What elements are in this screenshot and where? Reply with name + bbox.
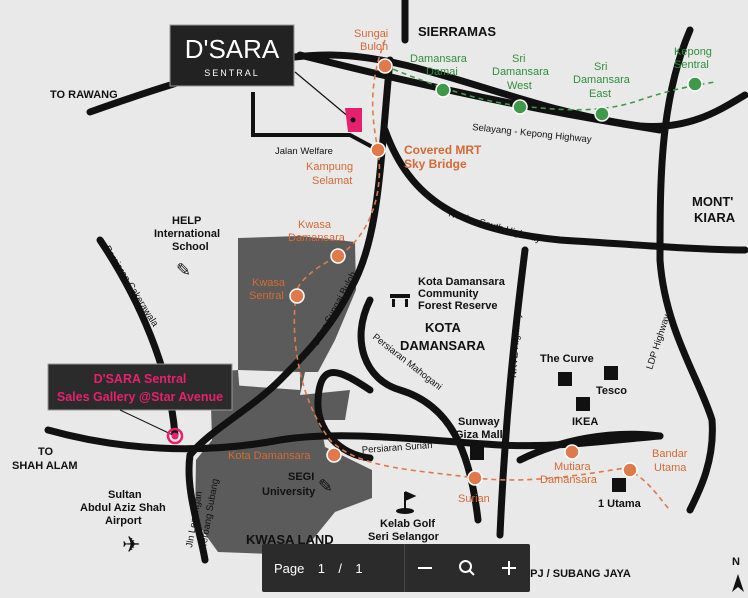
kwasa-damansara-label-2: Damansara xyxy=(288,232,346,244)
bandar-utama-label-1: Bandar xyxy=(652,448,688,460)
mutiara-label-1: Mutiara xyxy=(554,461,592,473)
toolbar-divider xyxy=(403,544,405,592)
kota-damansara-station-label: Kota Damansara xyxy=(228,450,311,462)
sales-gallery-callout-box[interactable] xyxy=(47,363,233,411)
sri-damansara-west-label-2: Damansara xyxy=(492,66,550,78)
north-south-highway-label: North - South Highway xyxy=(447,208,542,245)
nkve-label: NKVE Highway xyxy=(508,312,524,378)
logo-box xyxy=(169,24,295,87)
green-station-markers xyxy=(435,76,703,122)
zoom-reset-button[interactable] xyxy=(446,544,488,592)
sungai-buloh-station-label-2: Buloh xyxy=(360,41,388,53)
to-rawang-label: TO RAWANG xyxy=(50,89,118,101)
kepong-sentral-label-1: Kepong xyxy=(674,46,712,58)
kampung-selamat-label-1: Kampung xyxy=(306,161,353,173)
sales-gallery-subtitle: Sales Gallery @Star Avenue xyxy=(57,390,223,404)
page-indicator: Page 1 / 1 xyxy=(262,561,404,576)
school-icon: ✎ xyxy=(176,260,191,280)
callout-pointer xyxy=(119,409,176,437)
sunway-label-1: Sunway xyxy=(458,416,500,428)
help-label-1: HELP xyxy=(172,215,201,227)
airport-label-1: Sultan xyxy=(108,489,142,501)
sierramas-label: SIERRAMAS xyxy=(418,24,496,39)
damansara-damai-label-1: Damansara xyxy=(410,53,468,65)
segi-label-1: SEGI xyxy=(288,471,314,483)
kwasa-land-zone-lower xyxy=(212,385,300,440)
bench-icon xyxy=(390,294,410,298)
the-curve-label: The Curve xyxy=(540,353,594,365)
surian-road-label: Persiaran Surian xyxy=(361,440,432,456)
logo-brand: D'SARA xyxy=(185,34,280,64)
viewer-toolbar: Page 1 / 1 xyxy=(262,544,530,592)
airport-label-2: Abdul Aziz Shah xyxy=(80,502,166,514)
help-label-3: School xyxy=(172,241,209,253)
mutiara-label-2: Damansara xyxy=(540,474,598,486)
mrt-line xyxy=(293,39,671,511)
cakerawala-label: Persiaran Cakerawala xyxy=(101,244,160,330)
pointer-line xyxy=(294,71,351,119)
mrt-station-markers xyxy=(289,58,638,486)
jalan-welfare-label: Jalan Welfare xyxy=(275,146,333,157)
jalan-welfare-road xyxy=(251,92,379,152)
sri-damansara-east-label-2: Damansara xyxy=(573,74,631,86)
ikea-label: IKEA xyxy=(572,416,598,428)
segi-label-2: University xyxy=(262,486,316,498)
logo-sub: SENTRAL xyxy=(204,68,260,78)
surian-station-label: Surian xyxy=(458,493,490,505)
to-shah-alam-label-1: TO xyxy=(38,446,54,458)
forest-label-1: Kota Damansara xyxy=(418,276,506,288)
sunway-label-2: Giza Mall xyxy=(455,429,503,441)
selayang-highway-label: Selayang - Kepong Highway xyxy=(472,122,593,145)
minus-icon xyxy=(418,567,433,569)
current-page-input[interactable]: 1 xyxy=(317,560,325,576)
kepong-sentral-label-2: Sentral xyxy=(674,59,709,71)
kwasa-land-label: KWASA LAND xyxy=(246,532,334,547)
kota-damansara-label-2: DAMANSARA xyxy=(400,338,486,353)
to-shah-alam-label-2: SHAH ALAM xyxy=(12,460,78,472)
sri-damansara-east-label-3: East xyxy=(589,88,611,100)
damansara-damai-label-2: Damai xyxy=(426,66,458,78)
sungai-buloh-station-label-1: Sungai xyxy=(354,28,388,40)
to-pj-label: TO PJ / SUBANG JAYA xyxy=(512,568,631,580)
shopping-bag-icons xyxy=(470,366,626,492)
sales-gallery-marker[interactable] xyxy=(166,427,184,445)
mont-kiara-label-2: KIARA xyxy=(694,210,736,225)
bandar-utama-label-2: Utama xyxy=(654,462,687,474)
airplane-icon: ✈ xyxy=(122,532,140,557)
zoom-out-button[interactable] xyxy=(405,544,447,592)
golf-label-2: Seri Selangor xyxy=(368,531,440,543)
sri-damansara-west-label-1: Sri xyxy=(512,53,525,65)
plus-icon xyxy=(502,561,517,575)
north-arrow-icon xyxy=(732,574,744,592)
forest-label-3: Forest Reserve xyxy=(418,300,498,312)
page-separator: / xyxy=(338,560,342,576)
roads xyxy=(44,0,748,564)
sri-damansara-east-label-1: Sri xyxy=(594,61,607,73)
sky-bridge-label-1: Covered MRT xyxy=(404,143,482,157)
airport-label-3: Airport xyxy=(105,515,142,527)
forest-label-2: Community xyxy=(418,288,479,300)
kota-damansara-label-1: KOTA xyxy=(425,320,461,335)
sri-damansara-west-label-3: West xyxy=(507,80,532,92)
mont-kiara-label-1: MONT' xyxy=(692,194,733,209)
kwasa-sentral-label-2: Sentral xyxy=(249,290,284,302)
zoom-in-button[interactable] xyxy=(488,544,530,592)
kampung-selamat-label-2: Selamat xyxy=(312,175,352,187)
page-label: Page xyxy=(274,560,305,576)
total-pages: 1 xyxy=(355,560,363,576)
kwasa-damansara-label-1: Kwasa xyxy=(298,219,332,231)
one-utama-label: 1 Utama xyxy=(598,498,642,510)
help-label-2: International xyxy=(154,228,220,240)
golf-label-1: Kelab Golf xyxy=(380,518,435,530)
sales-gallery-title: D'SARA Sentral xyxy=(94,372,187,386)
magnifier-icon xyxy=(459,560,475,576)
tesco-label: Tesco xyxy=(596,385,627,397)
north-label: N xyxy=(732,556,740,568)
sky-bridge-label-2: Sky Bridge xyxy=(404,157,467,171)
golf-flag-icon xyxy=(404,491,417,510)
university-icon: ✎ xyxy=(318,476,333,496)
kwasa-sentral-label-1: Kwasa xyxy=(252,277,286,289)
ldp-label: LDP Highway xyxy=(644,313,672,371)
